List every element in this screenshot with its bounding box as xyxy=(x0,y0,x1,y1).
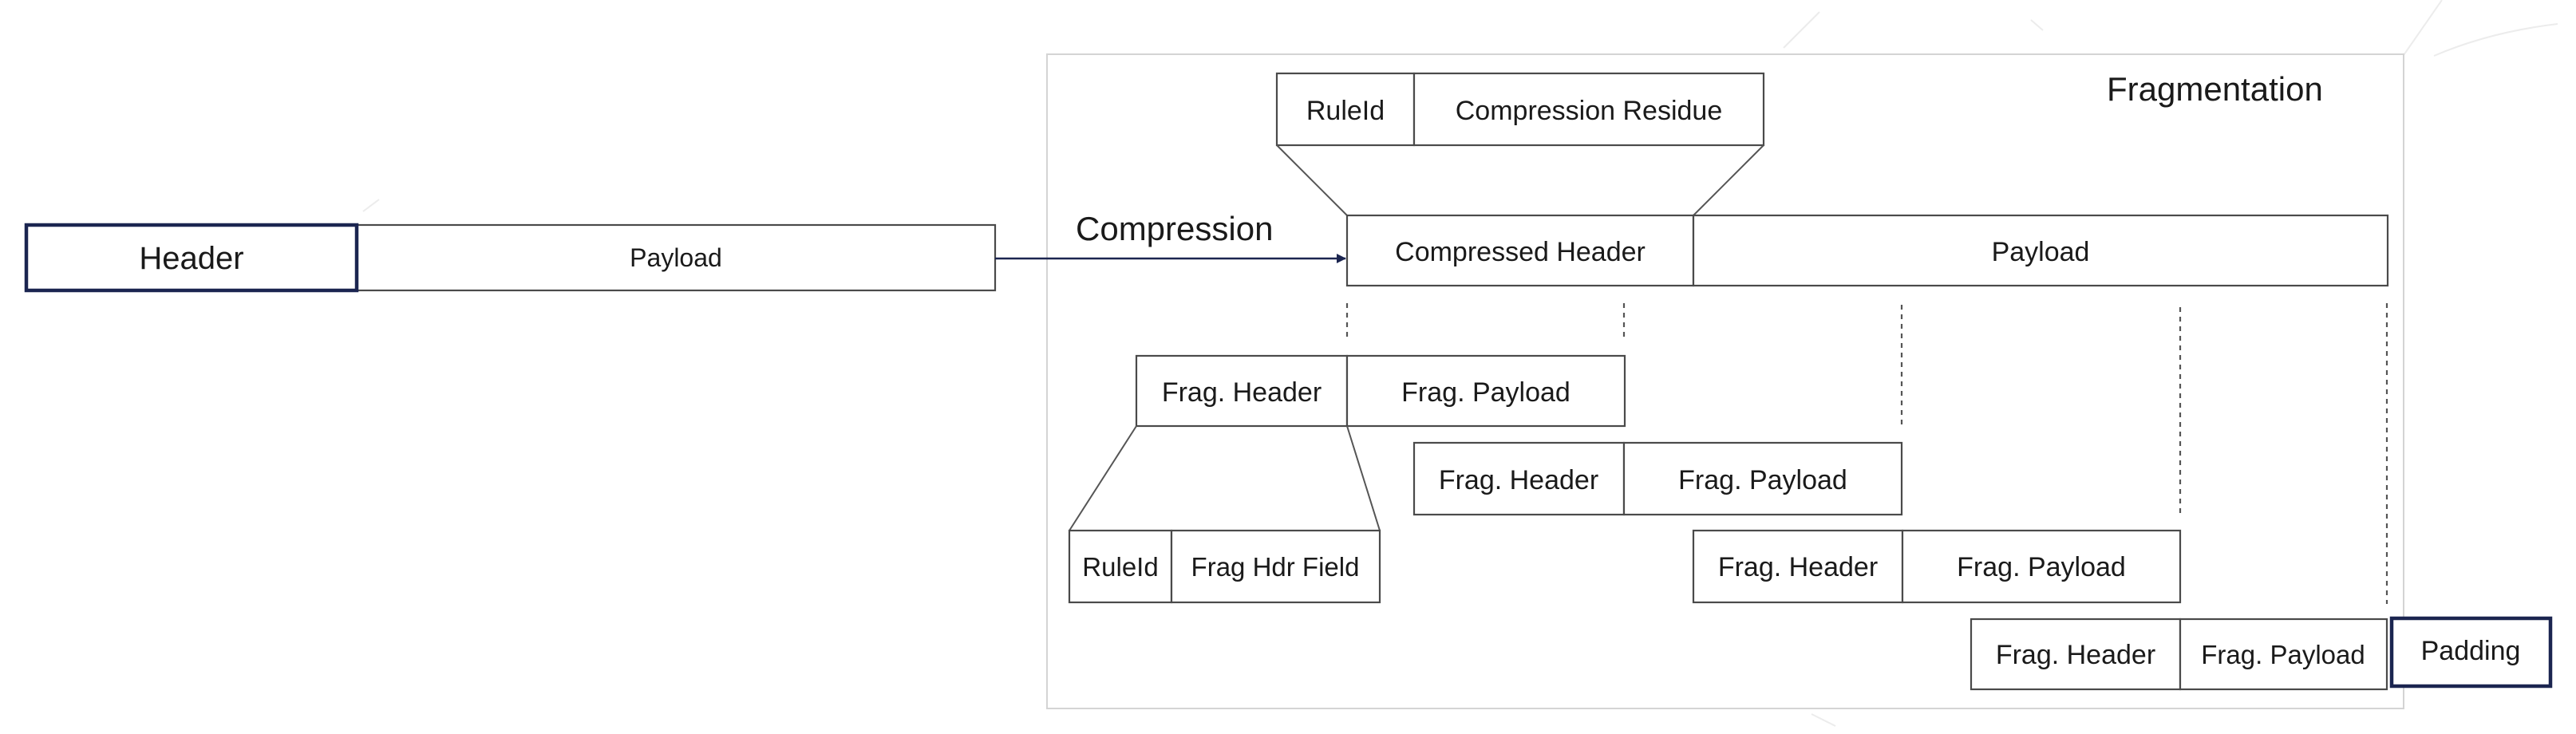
fragment-2: Frag. Header Frag. Payload xyxy=(1412,441,1903,516)
original-header-box xyxy=(24,223,359,293)
fragmentation-label: Fragmentation xyxy=(2107,70,2323,108)
frag-detail-field-label: Frag Hdr Field xyxy=(1191,552,1360,582)
fragment-header-box xyxy=(1412,441,1626,516)
compressed-packet: Compressed Header Payload xyxy=(1345,214,2389,287)
original-packet: Payload Header xyxy=(24,223,997,293)
fragment-header-label: Frag. Header xyxy=(1162,377,1322,408)
fragment-payload-box xyxy=(2179,618,2388,691)
frag-detail-connector-left xyxy=(1069,425,1137,531)
fragment-payload-box xyxy=(1901,529,2182,604)
compressed-header-box xyxy=(1345,214,1695,287)
residue-ruleid-box xyxy=(1275,72,1416,147)
padding-box xyxy=(2389,616,2553,689)
fragment-payload-label: Frag. Payload xyxy=(1678,465,1847,495)
fragment-header-box xyxy=(1970,618,2182,691)
fragment-3: Frag. Header Frag. Payload xyxy=(1692,529,2182,604)
fragment-1: Frag. Header Frag. Payload xyxy=(1135,354,1626,428)
residue-label: Compression Residue xyxy=(1456,96,1723,126)
frag-detail-ruleid-label: RuleId xyxy=(1082,552,1158,582)
fragment-payload-label: Frag. Payload xyxy=(1957,552,2126,582)
frag-detail-field-box xyxy=(1170,529,1381,604)
fragment-payload-label: Frag. Payload xyxy=(1401,377,1570,408)
background-decoration xyxy=(362,0,2558,727)
original-payload-label: Payload xyxy=(630,243,722,272)
fragment-header-box xyxy=(1692,529,1904,604)
fragment-payload-box xyxy=(1345,354,1626,428)
compressed-payload-label: Payload xyxy=(1992,237,2090,267)
residue-box xyxy=(1412,72,1765,147)
frag-detail-ruleid-box xyxy=(1068,529,1173,604)
compression-residue: RuleId Compression Residue xyxy=(1275,72,1765,147)
fragment-4: Frag. Header Frag. Payload xyxy=(1970,618,2388,691)
fragment-payload-box xyxy=(1622,441,1903,516)
padding-label: Padding xyxy=(2421,636,2521,666)
residue-ruleid-label: RuleId xyxy=(1306,96,1385,126)
split-markers xyxy=(1345,303,2388,604)
compressed-header-label: Compressed Header xyxy=(1395,237,1646,267)
original-header-label: Header xyxy=(139,241,243,276)
fragment-header-label: Frag. Header xyxy=(1439,465,1598,495)
fragment-header-label: Frag. Header xyxy=(1718,552,1878,582)
fragment-payload-label: Frag. Payload xyxy=(2201,640,2365,669)
frag-detail-connector-right xyxy=(1346,425,1381,531)
residue-connector-right xyxy=(1693,144,1764,216)
compressed-payload-box xyxy=(1692,214,2389,287)
residue-connector-left xyxy=(1276,144,1348,216)
compression-label: Compression xyxy=(1076,210,1273,247)
fragment-header-detail: RuleId Frag Hdr Field xyxy=(1068,529,1381,604)
fragment-header-label: Frag. Header xyxy=(1996,640,2155,670)
